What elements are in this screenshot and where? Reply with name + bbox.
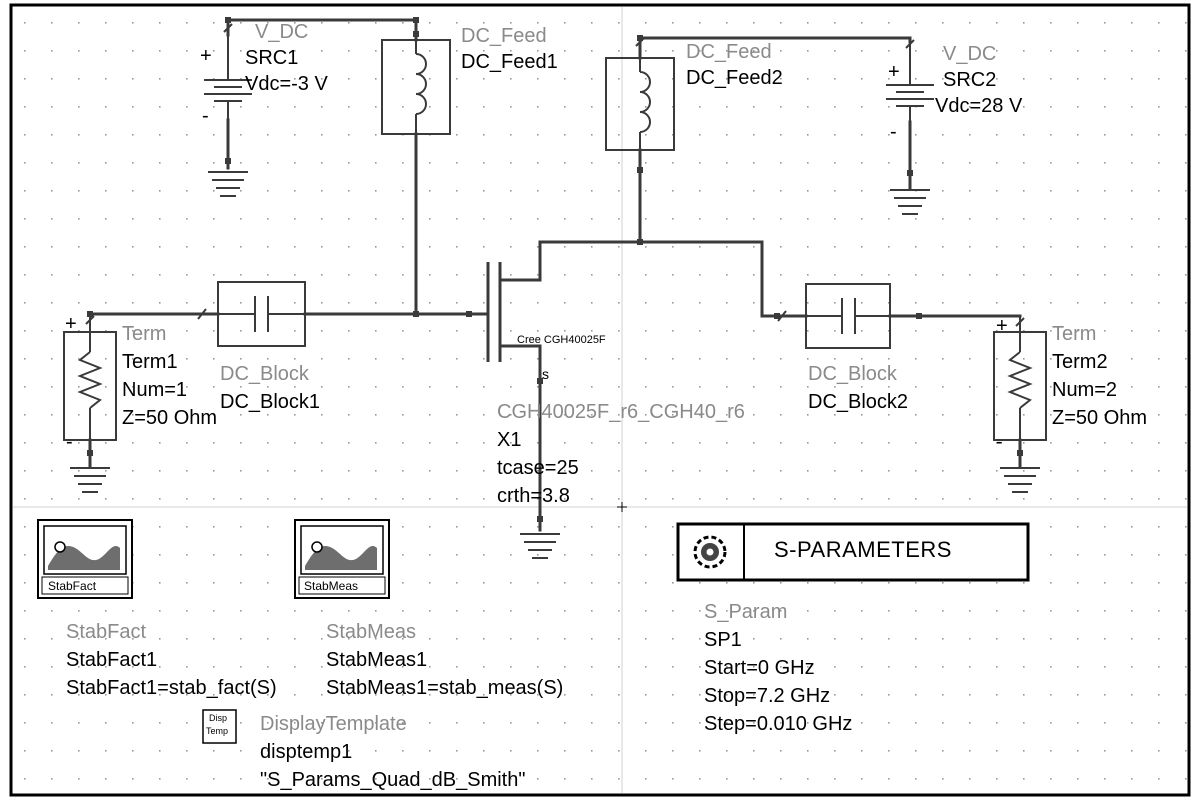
feed2-type: DC_Feed [686,41,772,63]
sparam-title: S-PARAMETERS [774,537,952,562]
src1-minus: - [202,105,209,127]
dc-feed1-symbol[interactable] [381,39,451,135]
term2-num: Num=2 [1052,379,1118,401]
dc-block1-symbol[interactable] [217,281,306,347]
transistor-symbol[interactable] [470,262,502,362]
sparam-name: SP1 [704,629,742,651]
sparam-stop: Stop=7.2 GHz [704,685,831,707]
term2-name: Term2 [1052,351,1108,373]
transistor-pin-s: s [542,366,549,382]
term1-z: Z=50 Ohm [122,407,218,429]
src2-value: Vdc=28 V [935,95,1023,117]
vdc-src1-symbol[interactable] [204,35,252,120]
block1-type: DC_Block [220,363,309,385]
display-type: DisplayTemplate [260,713,407,735]
dc-block2-symbol[interactable] [805,283,891,349]
block1-name: DC_Block1 [220,391,321,413]
sparam-step: Step=0.010 GHz [704,713,853,735]
wire-feed2-drain [498,148,642,282]
ground-term1 [70,467,110,493]
src1-value: Vdc=-3 V [245,73,328,95]
stabfact-icon[interactable] [37,519,133,599]
term1-plus: + [65,313,77,335]
term1-name: Term1 [122,351,178,373]
term1-num: Num=1 [122,379,188,401]
transistor-part: Cree CGH40025F [517,334,606,346]
src2-minus: - [890,121,897,143]
dc-feed2-symbol[interactable] [605,57,675,151]
origin-cursor [617,502,627,512]
stabmeas-icon[interactable] [294,519,390,599]
src2-name: SRC2 [943,69,997,91]
stabmeas-button-label: StabMeas [304,579,359,593]
stabmeas-expr: StabMeas1=stab_meas(S) [326,677,564,699]
sparam-start: Start=0 GHz [704,657,815,679]
block2-type: DC_Block [808,363,897,385]
term2-minus: - [996,431,1003,453]
stabfact-name: StabFact1 [66,649,158,671]
sparam-box[interactable] [676,522,1030,582]
pin-ticks [85,23,1025,327]
term2-type: Term [1052,323,1097,345]
gear-icon [693,535,727,569]
transistor-instance: X1 [497,429,522,451]
transistor-model: CGH40025F_r6_CGH40_r6 [497,401,745,423]
display-icon-line2: Temp [206,726,229,736]
pin-markers [87,17,1023,522]
stabmeas-type: StabMeas [326,621,417,643]
feed1-name: DC_Feed1 [461,51,558,73]
ground-transistor [520,533,560,559]
ground-term2 [1000,467,1040,493]
schematic-border [9,3,1191,797]
wire-drain-block2 [638,240,808,318]
term2-z: Z=50 Ohm [1052,407,1148,429]
term1-symbol[interactable] [63,314,117,441]
ground-src2 [890,189,930,215]
ground-src1 [208,171,248,197]
display-icon-line1: Disp [209,713,228,723]
sparam-type: S_Param [704,601,788,623]
feed2-name: DC_Feed2 [686,67,783,89]
grid-dots [24,22,1187,780]
transistor-crth: crth=3.8 [497,485,570,507]
wire-source-ground [498,344,542,532]
term1-minus: - [66,431,73,453]
vdc-src2-symbol[interactable] [886,42,934,122]
transistor-tcase: tcase=25 [497,457,579,479]
term2-symbol[interactable] [993,316,1047,441]
stabfact-button-label: StabFact [48,579,97,593]
src1-plus: + [200,45,212,67]
stabfact-type: StabFact [66,621,147,643]
src2-type: V_DC [943,43,997,65]
block2-name: DC_Block2 [808,391,909,413]
display-template: "S_Params_Quad_dB_Smith" [260,769,526,791]
feed1-type: DC_Feed [461,25,547,47]
term2-plus: + [996,315,1008,337]
stabfact-expr: StabFact1=stab_fact(S) [66,677,277,699]
wire-src2-feed2 [638,36,912,60]
src1-name: SRC1 [245,47,299,69]
stabmeas-name: StabMeas1 [326,649,428,671]
display-name: disptemp1 [260,741,353,763]
display-template-icon[interactable] [202,709,237,744]
src1-type: V_DC [255,21,309,43]
term1-type: Term [122,323,167,345]
src2-plus: + [888,61,900,83]
